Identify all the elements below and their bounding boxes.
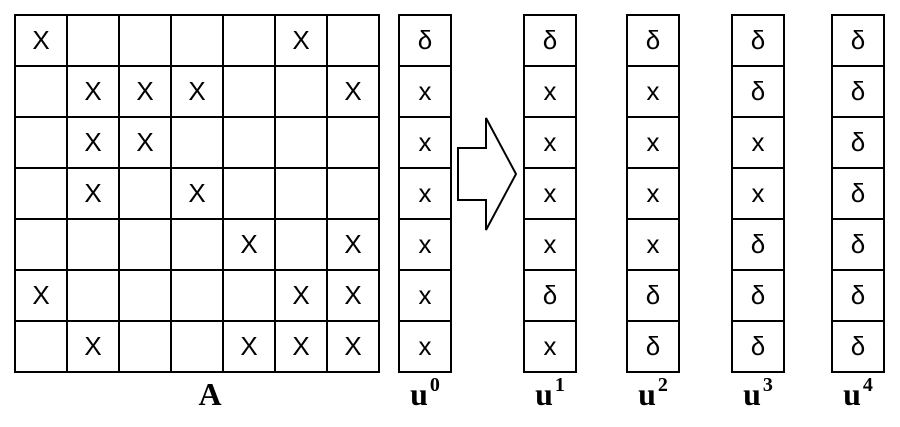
vector-cell: x [400,169,452,220]
vector-cell: δ [628,271,680,322]
matrix-cell [276,118,328,169]
vector-cell: x [525,169,577,220]
matrix-cell [224,118,276,169]
matrix-cell [224,16,276,67]
matrix-cell [120,169,172,220]
vector-cell: δ [733,220,785,271]
vector-cell: x [628,220,680,271]
matrix-cell: X [172,67,224,118]
matrix-cell [224,271,276,322]
matrix-cell [328,169,380,220]
vector-cell: x [525,322,577,373]
matrix-cell [224,67,276,118]
vector-cell: δ [833,220,885,271]
matrix-cell [16,169,68,220]
matrix-cell [276,169,328,220]
vector-cell: δ [833,169,885,220]
vector-cell: δ [733,16,785,67]
matrix-cell [172,271,224,322]
vector-cell: δ [833,67,885,118]
matrix-cell: X [68,118,120,169]
vector-cell: x [628,118,680,169]
vector-cell: δ [525,271,577,322]
matrix-cell: X [328,322,380,373]
matrix-cell: X [16,16,68,67]
matrix-cell [328,16,380,67]
vector-cell: x [733,169,785,220]
matrix-cell: X [328,271,380,322]
matrix-cell: X [276,16,328,67]
vector-cell: δ [628,16,680,67]
matrix-cell: X [120,67,172,118]
matrix-cell [328,118,380,169]
vector-cell: x [628,67,680,118]
matrix-cell: X [172,169,224,220]
matrix-cell [68,220,120,271]
matrix-cell: X [276,271,328,322]
vector-cell: x [733,118,785,169]
vector-cell: x [525,67,577,118]
matrix-cell: X [68,169,120,220]
matrix-cell [172,16,224,67]
vector-cell: δ [833,16,885,67]
matrix-cell [120,271,172,322]
vector-cell: δ [525,16,577,67]
matrix-cell [68,271,120,322]
matrix-cell [16,322,68,373]
vector-cell: δ [833,271,885,322]
vector-cell: x [400,322,452,373]
matrix-cell: X [224,220,276,271]
matrix-cell: X [68,67,120,118]
matrix-cell [172,118,224,169]
matrix-cell: X [224,322,276,373]
matrix-cell [16,220,68,271]
matrix-cell [172,322,224,373]
vector-cell: δ [733,271,785,322]
matrix-cell [16,67,68,118]
right-arrow-icon [457,117,518,231]
matrix-cell: X [16,271,68,322]
vector-cell: x [525,220,577,271]
matrix-cell [120,322,172,373]
matrix-cell: X [328,220,380,271]
vector-cell: x [400,67,452,118]
vector-cell: x [525,118,577,169]
matrix-cell: X [276,322,328,373]
vector-cell: δ [833,118,885,169]
matrix-cell [120,220,172,271]
matrix-cell: X [328,67,380,118]
vector-cell: x [400,118,452,169]
vector-cell: δ [628,322,680,373]
matrix-cell [16,118,68,169]
matrix-cell [68,16,120,67]
vector-cell: δ [833,322,885,373]
matrix-cell [224,169,276,220]
matrix-cell [172,220,224,271]
vector-cell: x [628,169,680,220]
vector-cell: x [400,271,452,322]
matrix-cell [276,67,328,118]
vector-cell: δ [733,67,785,118]
matrix-cell: X [68,322,120,373]
matrix-label: A [198,376,222,412]
matrix-cell: X [120,118,172,169]
vector-cell: x [400,220,452,271]
matrix-cell [120,16,172,67]
vector-cell: δ [733,322,785,373]
vector-cell: δ [400,16,452,67]
matrix-cell [276,220,328,271]
